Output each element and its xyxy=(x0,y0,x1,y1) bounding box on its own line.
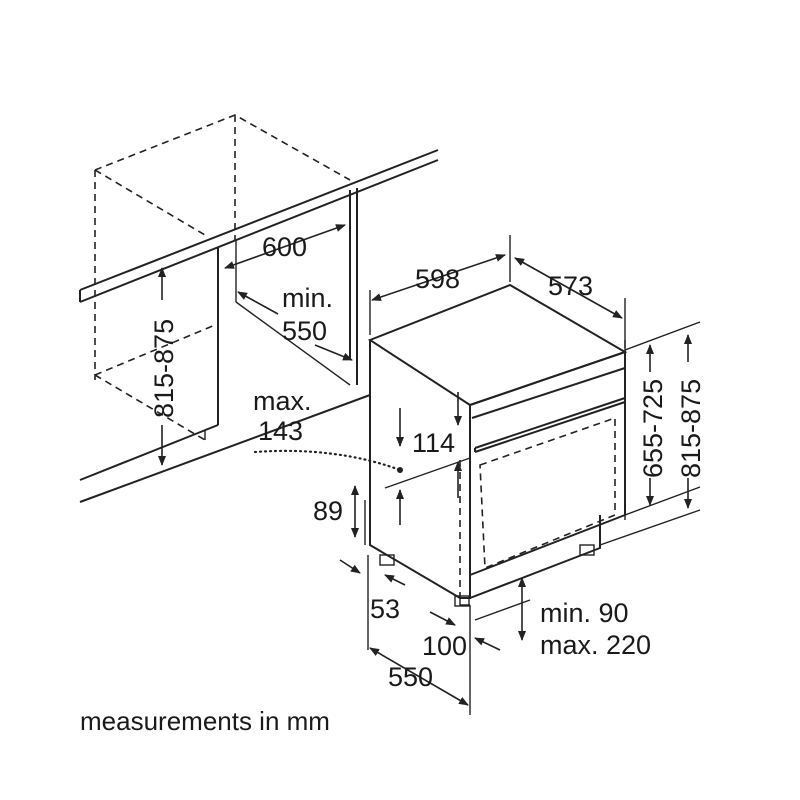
dim-573 xyxy=(514,257,626,348)
dim-550-bottom xyxy=(369,647,469,706)
plinth-max-label: max. 220 xyxy=(540,630,651,660)
appliance-height-label: 655-725 xyxy=(638,379,668,478)
measurements-footer: measurements in mm xyxy=(80,706,330,736)
panel-max-label: max. xyxy=(253,386,312,416)
dim-114-label: 114 xyxy=(412,428,455,458)
niche-height-label: 815-875 xyxy=(149,319,179,418)
leader-143-point xyxy=(397,467,403,473)
panel-max-value: 143 xyxy=(258,416,303,446)
dim-598-label: 598 xyxy=(415,264,460,294)
dim-114 xyxy=(384,392,471,525)
dim-min-550 xyxy=(237,291,353,361)
dim-plinth-range xyxy=(469,574,531,641)
leader-143 xyxy=(253,449,402,472)
depth-100-label: 100 xyxy=(422,631,467,661)
foot-53-label: 53 xyxy=(370,594,400,624)
foot-left xyxy=(379,554,395,566)
foot-right xyxy=(579,544,595,556)
plinth-min-label: min. 90 xyxy=(540,598,629,628)
kitchen-cabinet xyxy=(79,114,439,503)
dim-53 xyxy=(339,555,406,650)
dim-598 xyxy=(369,235,511,335)
dim-600-label: 600 xyxy=(262,232,307,262)
dim-right-heights xyxy=(599,321,701,546)
niche-min-label: min. xyxy=(282,283,333,313)
dim-100 xyxy=(429,605,501,715)
niche-min-value: 550 xyxy=(282,316,327,346)
dishwasher xyxy=(364,283,628,607)
overall-height-label: 815-875 xyxy=(676,379,706,478)
dim-573-label: 573 xyxy=(548,271,593,301)
plinth-89-label: 89 xyxy=(313,496,343,526)
foot-front xyxy=(454,595,470,607)
dim-600 xyxy=(224,224,346,269)
depth-550-label: 550 xyxy=(388,662,433,692)
